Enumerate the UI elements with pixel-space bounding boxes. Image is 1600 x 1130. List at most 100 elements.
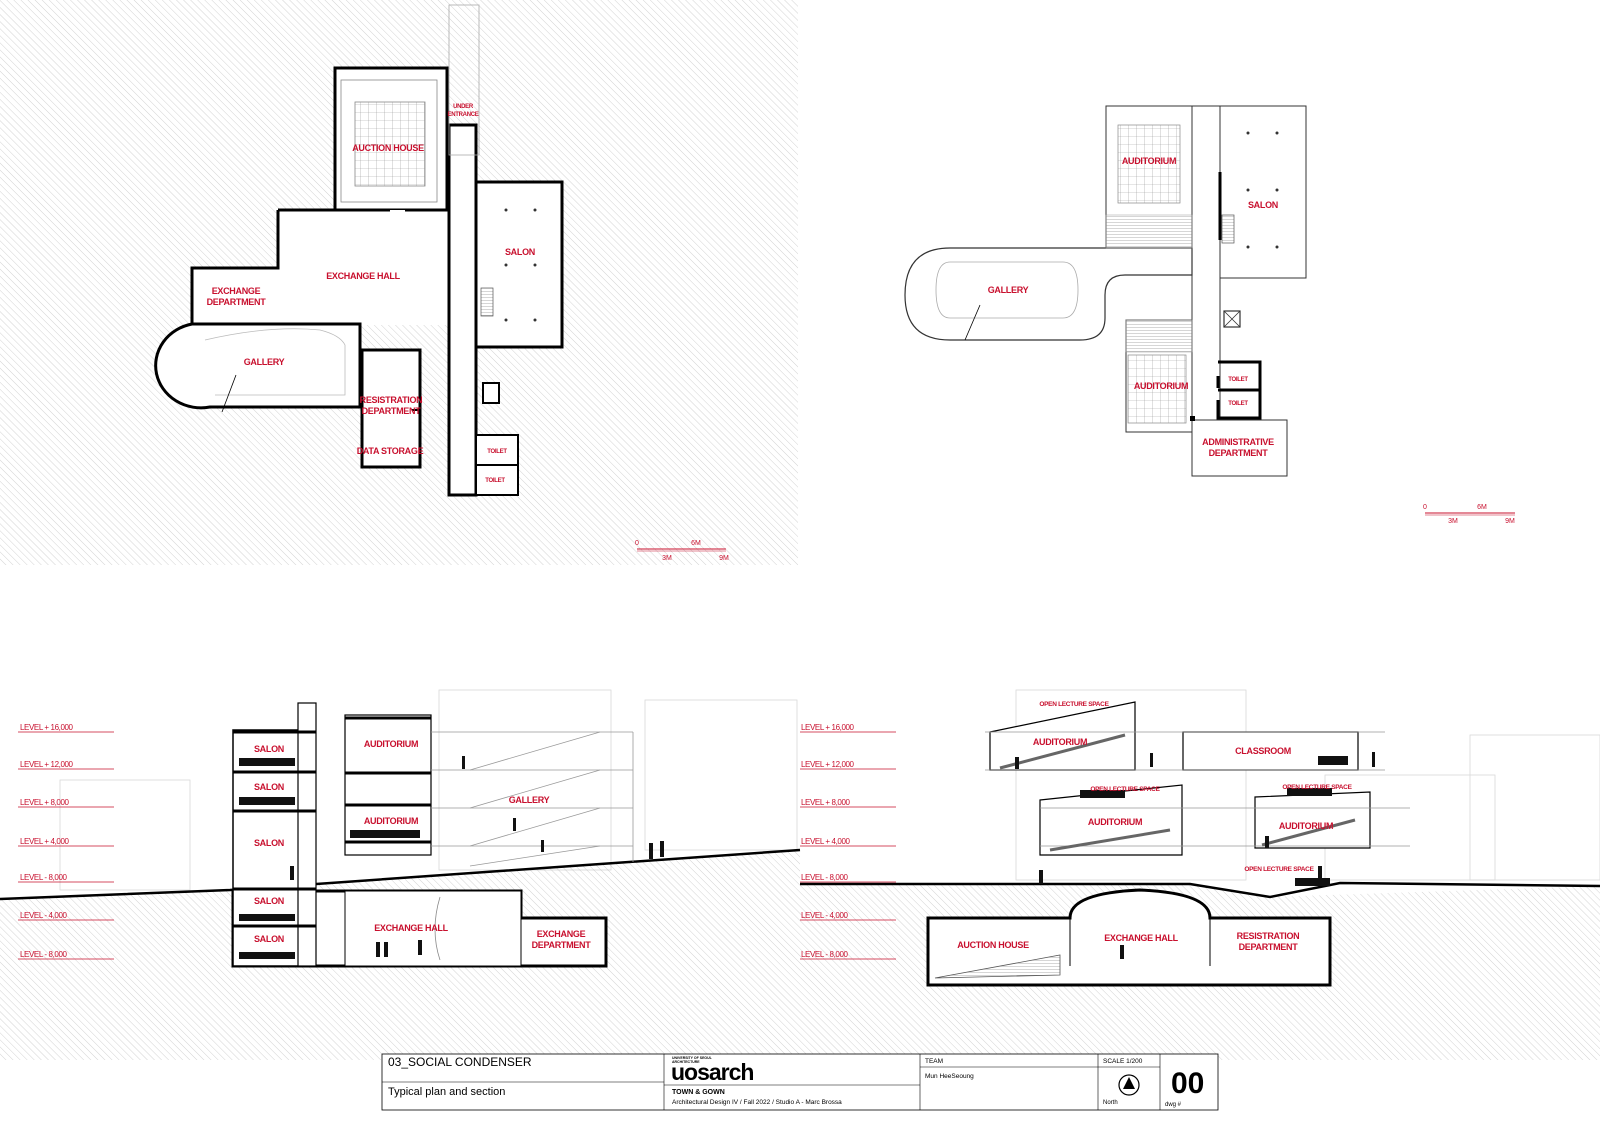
svg-text:LEVEL - 4,000: LEVEL - 4,000 — [801, 911, 848, 920]
label-s2-open-lecture-1: OPEN LECTURE SPACE — [1039, 701, 1109, 708]
section-2: OPEN LECTURE SPACE AUDITORIUM CLASSROOM … — [800, 689, 1600, 1060]
section-1-labels: SALON SALON SALON SALON SALON AUDITORIUM… — [254, 739, 592, 950]
studio-title: TOWN & GOWN — [672, 1089, 725, 1096]
svg-text:LEVEL - 8,000: LEVEL - 8,000 — [801, 950, 848, 959]
label-s2-registration-1: RESISTRATION — [1237, 931, 1300, 941]
section-2-level-markers: LEVEL + 16,000 LEVEL + 12,000 LEVEL + 8,… — [800, 723, 896, 960]
label-plan-2-toilet-b: TOILET — [1228, 401, 1248, 407]
plan-2-labels: AUDITORIUM SALON GALLERY AUDITORIUM TOIL… — [988, 156, 1279, 458]
auction-house-grid — [354, 101, 426, 187]
sheet-title: Typical plan and section — [388, 1086, 505, 1098]
plan-2: AUDITORIUM SALON GALLERY AUDITORIUM TOIL… — [904, 105, 1515, 525]
svg-text:9M: 9M — [719, 555, 729, 562]
north-arrow-icon — [1118, 1074, 1140, 1096]
plan-2-toilets — [1216, 360, 1262, 420]
svg-text:0: 0 — [1423, 504, 1427, 511]
auditorium-top-grid — [1117, 124, 1181, 204]
section-1: SALON SALON SALON SALON SALON AUDITORIUM… — [0, 689, 801, 1060]
label-registration-1: RESISTRATION — [360, 395, 423, 405]
uni-name: UNIVERSITY OF SEOUL — [672, 1056, 713, 1060]
svg-text:LEVEL + 12,000: LEVEL + 12,000 — [20, 760, 74, 769]
svg-text:LEVEL - 8,000: LEVEL - 8,000 — [20, 950, 67, 959]
label-s1-exchange-dept-2: DEPARTMENT — [532, 940, 592, 950]
label-s1-exchange-dept-1: EXCHANGE — [537, 929, 586, 939]
label-plan-2-toilet-a: TOILET — [1228, 377, 1248, 383]
svg-text:LEVEL + 4,000: LEVEL + 4,000 — [801, 837, 850, 846]
gallery-ramps — [431, 731, 634, 867]
uni-dept: ARCHITECTURE — [672, 1060, 700, 1064]
plan-2-gallery-ramp — [935, 261, 1079, 319]
svg-text:LEVEL + 12,000: LEVEL + 12,000 — [801, 760, 855, 769]
svg-text:LEVEL + 8,000: LEVEL + 8,000 — [20, 798, 69, 807]
label-s2-auction-house: AUCTION HOUSE — [957, 940, 1029, 950]
svg-text:LEVEL + 8,000: LEVEL + 8,000 — [801, 798, 850, 807]
section-1-people — [239, 756, 664, 959]
label-data-storage: DATA STORAGE — [357, 446, 424, 456]
label-s2-exchange-hall: EXCHANGE HALL — [1104, 933, 1178, 943]
section-2-labels: OPEN LECTURE SPACE AUDITORIUM CLASSROOM … — [957, 701, 1353, 952]
label-s2-open-lecture-4: OPEN LECTURE SPACE — [1244, 866, 1314, 873]
label-exchange-department-2: DEPARTMENT — [207, 297, 267, 307]
core-shaft — [297, 702, 317, 967]
label-s2-auditorium-3: AUDITORIUM — [1279, 821, 1333, 831]
svg-text:LEVEL + 16,000: LEVEL + 16,000 — [801, 723, 855, 732]
label-s2-open-lecture-2: OPEN LECTURE SPACE — [1090, 786, 1160, 793]
label-plan-2-salon: SALON — [1248, 200, 1278, 210]
label-auditorium-bottom: AUDITORIUM — [1134, 381, 1188, 391]
label-s2-classroom: CLASSROOM — [1235, 746, 1291, 756]
label-under-entrance-1: UNDER — [453, 104, 474, 110]
label-s1-auditorium-2: AUDITORIUM — [364, 816, 418, 826]
label-auditorium-top: AUDITORIUM — [1122, 156, 1176, 166]
label-s1-gallery: GALLERY — [509, 795, 550, 805]
plan-1-labels: AUCTION HOUSE UNDER ENTRANCE EXCHANGE HA… — [207, 104, 536, 484]
title-block: 03_SOCIAL CONDENSER Typical plan and sec… — [381, 1053, 1219, 1111]
label-s1-salon-5: SALON — [254, 934, 284, 944]
section-2-people — [1015, 752, 1375, 959]
label-s1-salon-2: SALON — [254, 782, 284, 792]
svg-text:LEVEL - 4,000: LEVEL - 4,000 — [20, 911, 67, 920]
label-under-entrance-2: ENTRANCE — [448, 112, 479, 118]
label-s2-auditorium-2: AUDITORIUM — [1088, 817, 1142, 827]
north-label: North — [1103, 1100, 1118, 1106]
svg-text:9M: 9M — [1505, 518, 1515, 525]
label-s1-auditorium-1: AUDITORIUM — [364, 739, 418, 749]
dwg-label: dwg # — [1165, 1102, 1182, 1108]
plan-1-stair — [480, 287, 494, 317]
label-administrative-2: DEPARTMENT — [1209, 448, 1269, 458]
label-gallery: GALLERY — [244, 357, 285, 367]
svg-text:3M: 3M — [662, 555, 672, 562]
svg-text:LEVEL - 8,000: LEVEL - 8,000 — [801, 873, 848, 882]
label-s1-salon-1: SALON — [254, 744, 284, 754]
scale-label: SCALE 1/200 — [1103, 1058, 1143, 1065]
svg-text:6M: 6M — [1477, 504, 1487, 511]
section-1-level-markers: LEVEL + 16,000 LEVEL + 12,000 LEVEL + 8,… — [18, 723, 114, 960]
uosarch-logo: uosarch — [671, 1059, 753, 1085]
auditorium-bottom-grid — [1127, 354, 1187, 424]
label-s2-open-lecture-3: OPEN LECTURE SPACE — [1282, 784, 1352, 791]
label-administrative-1: ADMINISTRATIVE — [1202, 437, 1274, 447]
dwg-number: 00 — [1171, 1067, 1204, 1100]
label-exchange-department-1: EXCHANGE — [212, 286, 261, 296]
salon-columns — [504, 208, 537, 322]
label-s1-exchange-hall: EXCHANGE HALL — [374, 923, 448, 933]
svg-text:3M: 3M — [1448, 518, 1458, 525]
label-salon: SALON — [505, 247, 535, 257]
plan-1: AUCTION HOUSE UNDER ENTRANCE EXCHANGE HA… — [0, 0, 798, 565]
plan-2-footprint — [904, 105, 1307, 477]
plan-2-columns — [1246, 131, 1279, 249]
team-member: Mun HeeSeoung — [925, 1073, 974, 1080]
label-plan-2-gallery: GALLERY — [988, 285, 1029, 295]
label-s1-salon-4: SALON — [254, 896, 284, 906]
label-registration-2: DEPARTMENT — [362, 406, 422, 416]
team-label: TEAM — [925, 1058, 943, 1065]
label-s1-salon-3: SALON — [254, 838, 284, 848]
studio-detail: Architectural Design IV / Fall 2022 / St… — [672, 1099, 842, 1106]
plan-1-scale-bar: 0 6M 3M 9M — [635, 540, 729, 562]
label-toilet-a: TOILET — [487, 449, 507, 455]
label-s2-registration-2: DEPARTMENT — [1239, 942, 1299, 952]
svg-text:LEVEL - 8,000: LEVEL - 8,000 — [20, 873, 67, 882]
svg-text:LEVEL + 16,000: LEVEL + 16,000 — [20, 723, 74, 732]
svg-text:0: 0 — [635, 540, 639, 547]
project-title: 03_SOCIAL CONDENSER — [388, 1055, 532, 1069]
